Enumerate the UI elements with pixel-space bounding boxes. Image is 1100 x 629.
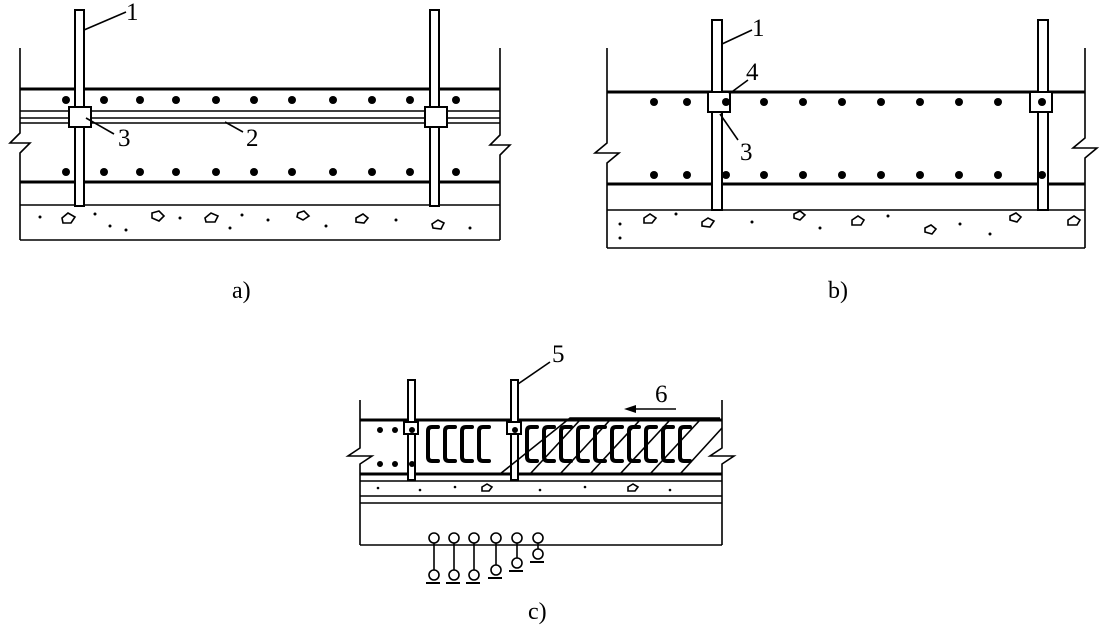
panel-b-concrete-texture (618, 210, 1082, 240)
callout-4: 4 (746, 59, 759, 86)
panel-c-hatched-region (499, 417, 723, 475)
panel-a-slab-lines (20, 87, 500, 206)
panel-c-hangers (426, 532, 544, 584)
callout-2: 2 (246, 125, 259, 152)
anchor-plate (424, 106, 448, 128)
anchor-plate (68, 106, 92, 128)
panel-b-anchor-rods (711, 19, 1049, 211)
callout-1: 1 (752, 15, 765, 42)
panel-b: 1 4 3 b) (592, 15, 1100, 304)
panel-a-concrete-texture (38, 210, 472, 232)
panel-c-caption: c) (528, 599, 547, 625)
panel-a-leaders (83, 11, 244, 135)
panel-a-rebar-dots (62, 96, 460, 176)
panel-c-concrete-texture (376, 483, 672, 492)
panel-a-outline (8, 48, 512, 241)
panel-b-rebar-dots (650, 98, 1046, 179)
panel-c-slab-lines (360, 418, 722, 504)
panel-a-anchor-rods (74, 9, 440, 207)
panel-c-outline (345, 400, 737, 546)
panel-c-direction-arrow (624, 405, 676, 413)
panel-c-rebar-dots (377, 427, 518, 467)
panel-a-caption: a) (232, 278, 251, 304)
callout-3: 3 (740, 139, 753, 166)
callout-1: 1 (126, 0, 139, 26)
panel-b-leaders (719, 29, 753, 141)
panel-b-outline (592, 48, 1100, 249)
panel-c-clamps (426, 425, 692, 463)
callout-6: 6 (655, 381, 668, 408)
panel-c: 5 6 c) (345, 341, 737, 625)
anchor-rod (1037, 19, 1049, 211)
callout-3: 3 (118, 125, 131, 152)
panel-c-leader (517, 361, 551, 385)
panel-b-caption: b) (828, 278, 848, 304)
callout-5: 5 (552, 341, 565, 368)
panel-b-slab-lines (607, 90, 1085, 211)
anchor-rod (711, 19, 723, 211)
panel-a: 1 2 3 a) (8, 0, 512, 304)
